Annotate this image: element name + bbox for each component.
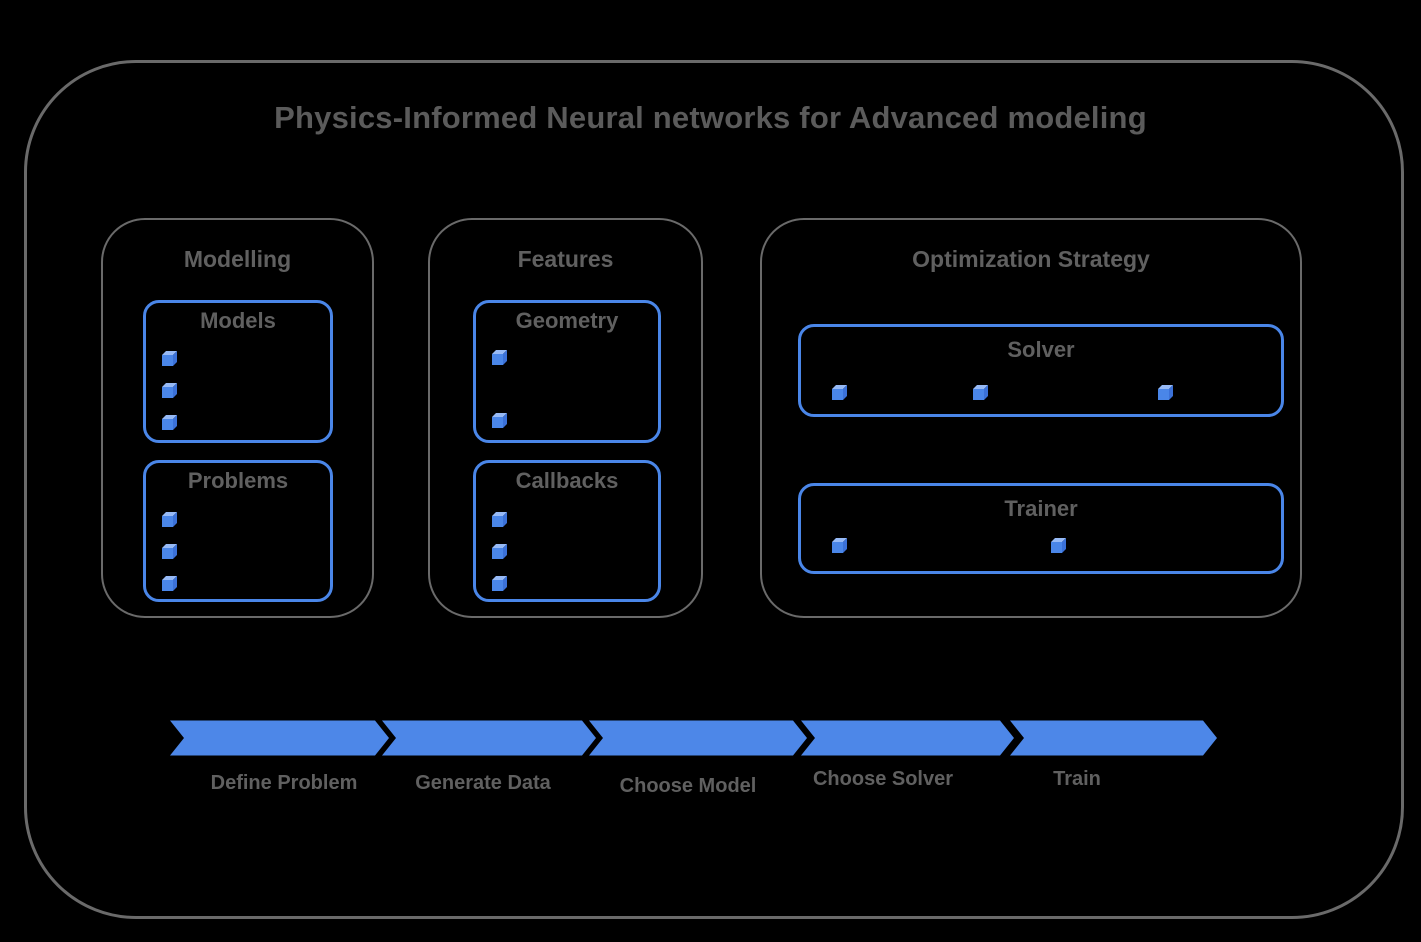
group-trainer-title: Trainer (1004, 496, 1078, 521)
group-models: Models (143, 300, 333, 443)
step-label-train: Train (1053, 768, 1101, 790)
group-solver: Solver (798, 324, 1284, 417)
cube-bullet-icon (162, 576, 177, 591)
cube-bullet-icon (492, 350, 507, 365)
pipeline-arrow (170, 720, 1217, 756)
group-problems-title: Problems (187, 468, 289, 493)
section-optimization-strategy: Optimization Strategy Solver (760, 218, 1302, 618)
cube-bullet-icon (492, 576, 507, 591)
geometry-bullet-list (492, 349, 507, 430)
section-modelling: Modelling Models Problem (101, 218, 374, 618)
cube-bullet-icon (832, 538, 847, 553)
group-callbacks: Callbacks (473, 460, 661, 602)
section-modelling-title: Modelling (183, 246, 292, 272)
cube-bullet-icon (492, 413, 507, 428)
cube-bullet-icon (162, 544, 177, 559)
step-label-define-problem: Define Problem (210, 772, 358, 794)
chevron-segment-1 (170, 720, 389, 756)
step-label-choose-model: Choose Model (619, 775, 757, 797)
section-features-title: Features (517, 246, 614, 272)
cube-bullet-icon (1158, 385, 1173, 400)
cube-bullet-icon (162, 383, 177, 398)
diagram-title: Physics-Informed Neural networks for Adv… (274, 100, 1147, 135)
group-trainer: Trainer (798, 483, 1284, 574)
step-label-choose-solver: Choose Solver (812, 768, 954, 790)
callbacks-bullet-list (492, 511, 507, 593)
problems-bullet-list (162, 511, 177, 593)
group-geometry: Geometry (473, 300, 661, 443)
chevron-segment-2 (382, 720, 596, 756)
group-solver-title: Solver (1007, 337, 1075, 362)
group-callbacks-title: Callbacks (515, 468, 619, 493)
section-features: Features Geometry Callbacks (428, 218, 703, 618)
cube-bullet-icon (973, 385, 988, 400)
cube-bullet-icon (162, 351, 177, 366)
group-geometry-title: Geometry (515, 308, 619, 333)
cube-bullet-icon (832, 385, 847, 400)
cube-bullet-icon (492, 544, 507, 559)
cube-bullet-icon (162, 415, 177, 430)
models-bullet-list (162, 350, 177, 432)
trainer-bullet-list (832, 537, 1066, 555)
cube-bullet-icon (162, 512, 177, 527)
outer-frame (24, 60, 1404, 919)
cube-bullet-icon (492, 512, 507, 527)
step-label-generate-data: Generate Data (415, 772, 551, 794)
solver-bullet-list (832, 384, 1173, 402)
chevron-segment-4 (801, 720, 1014, 756)
cube-bullet-icon (1051, 538, 1066, 553)
chevron-segment-3 (589, 720, 807, 756)
group-problems: Problems (143, 460, 333, 602)
section-optimization-title: Optimization Strategy (912, 246, 1150, 272)
group-models-title: Models (200, 308, 276, 333)
chevron-segment-5 (1010, 720, 1217, 756)
